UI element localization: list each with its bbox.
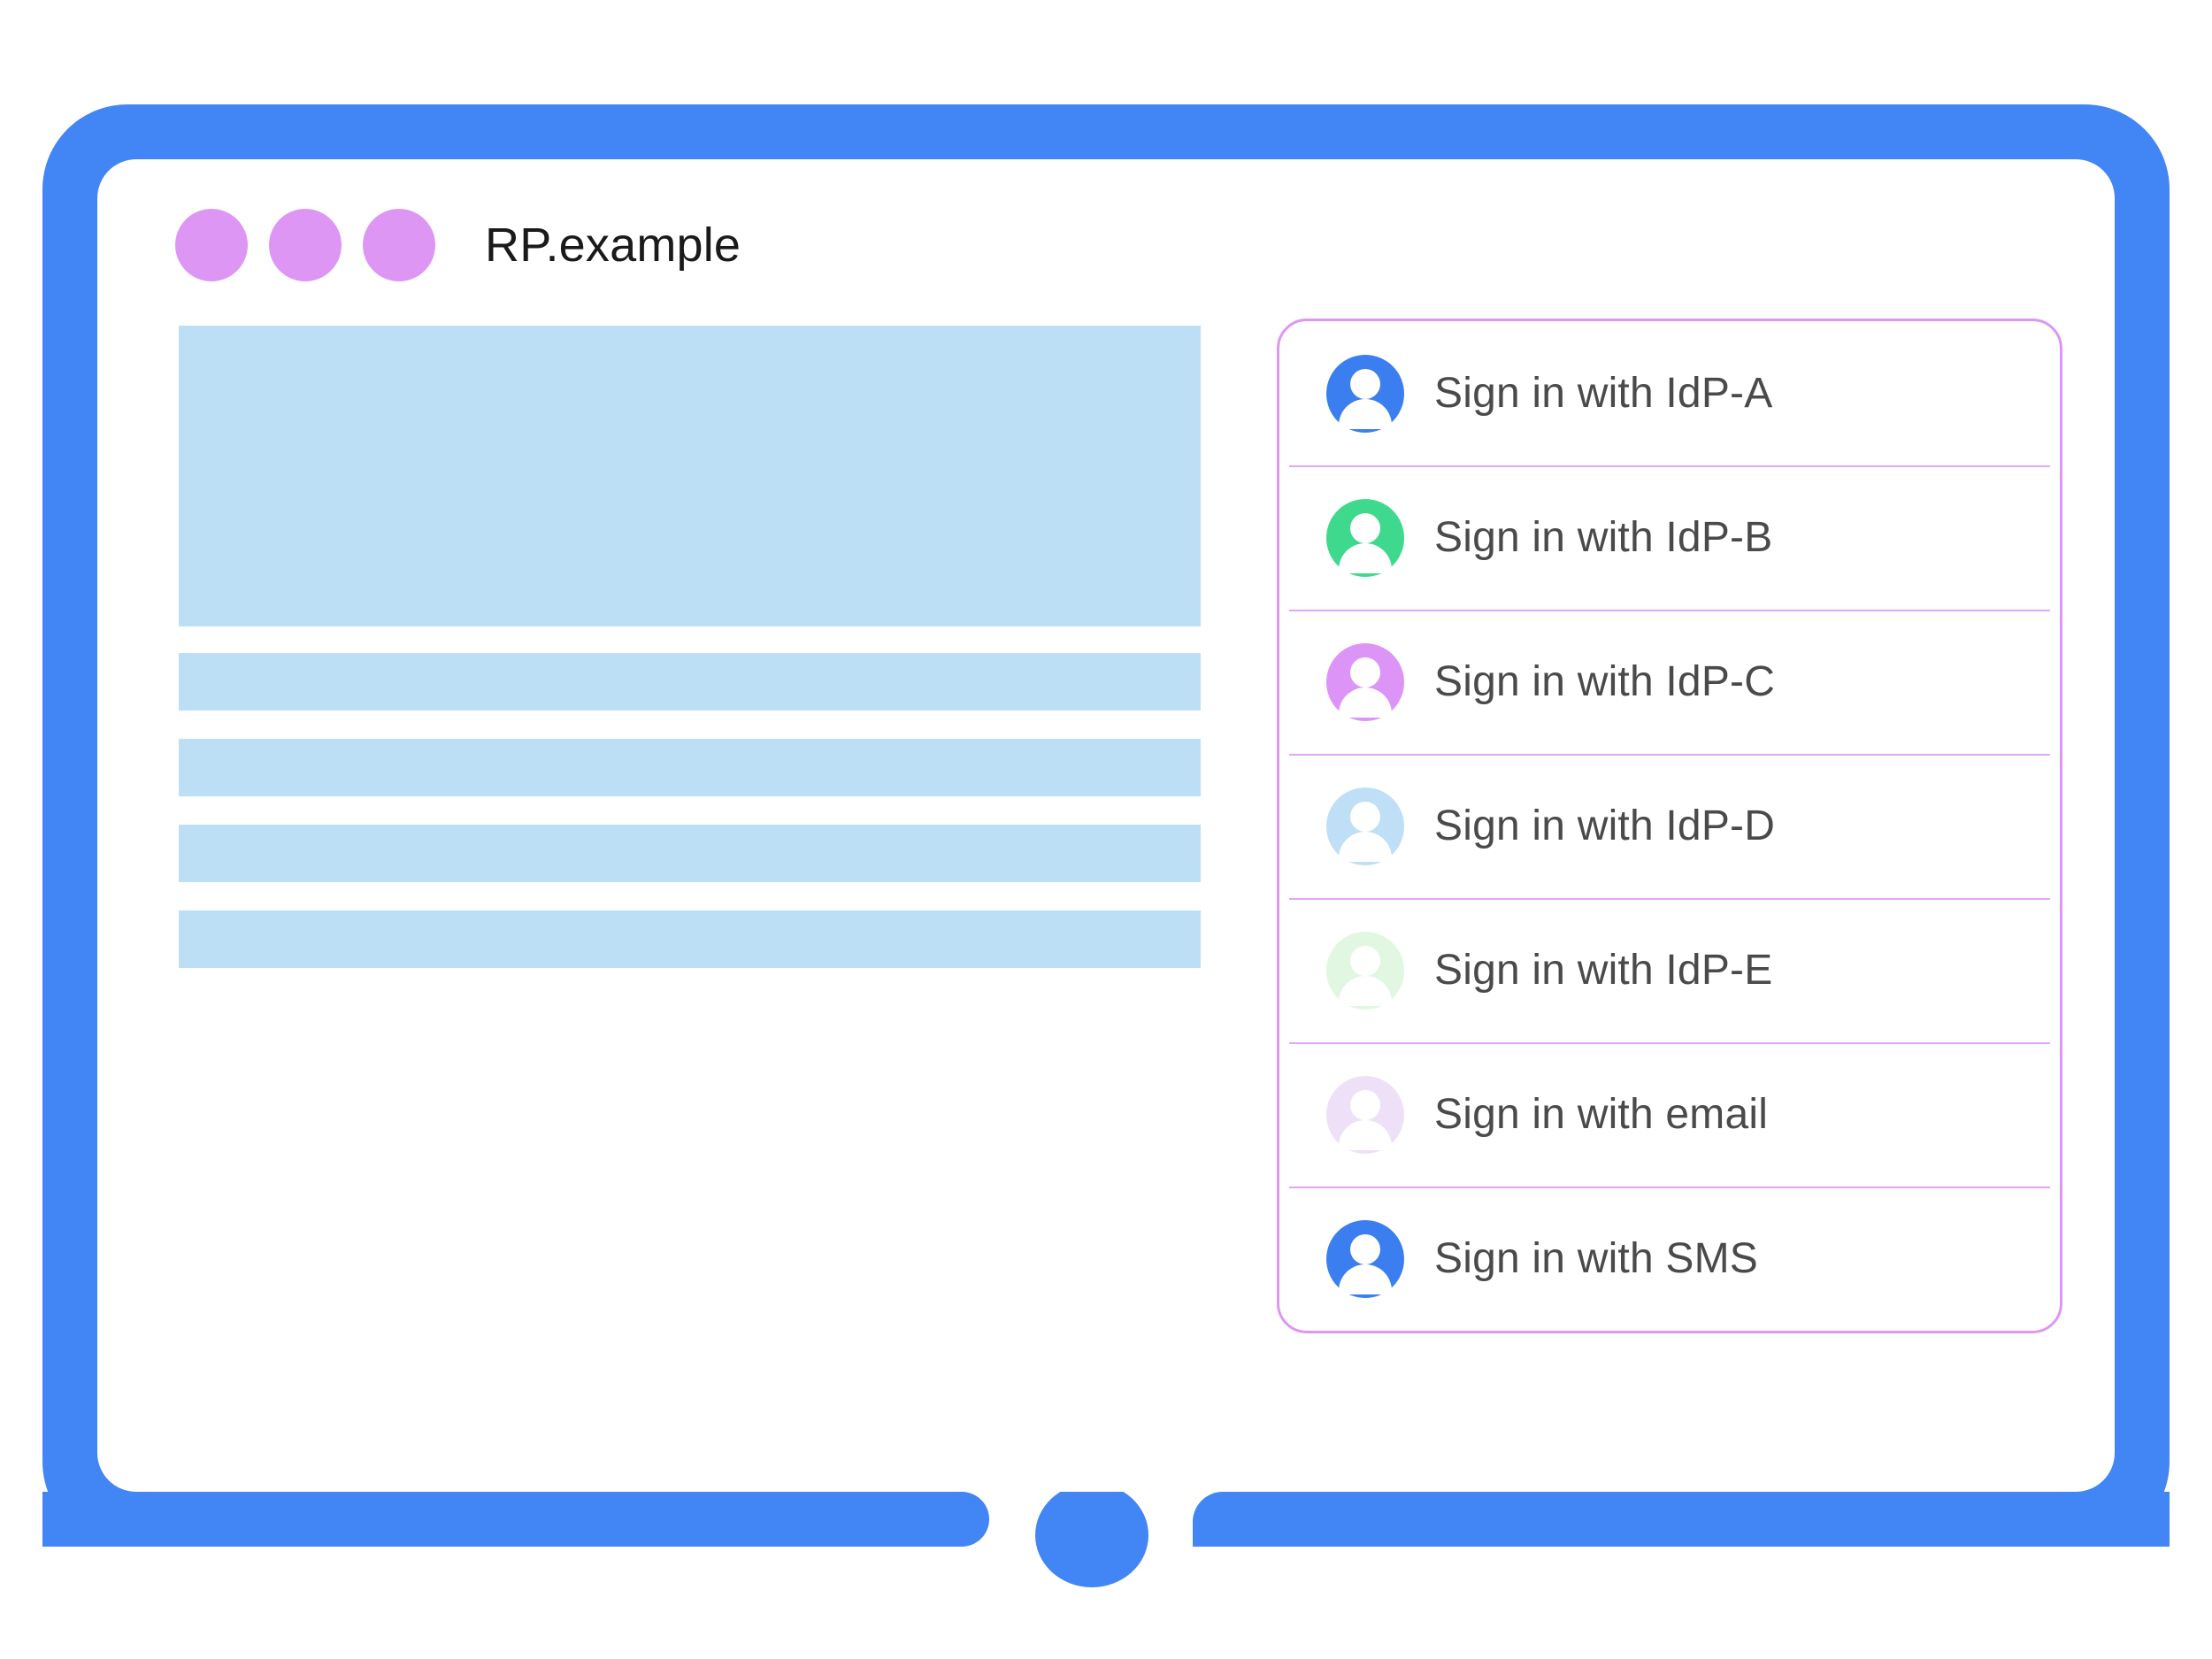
signin-option-label: Sign in with IdP-D [1434, 803, 1776, 849]
signin-account-chooser-panel: Sign in with IdP-A Sign in with IdP-B Sign… [1277, 319, 2062, 1333]
placeholder-text-line [179, 825, 1201, 882]
signin-option-label: Sign in with IdP-C [1434, 658, 1776, 705]
title-dot-3 [363, 209, 435, 281]
bezel-bar-right [1193, 1492, 2170, 1547]
account-circle-icon [1326, 931, 1404, 1010]
placeholder-text-line [179, 739, 1201, 796]
signin-option-row[interactable]: Sign in with SMS [1279, 1187, 2060, 1331]
signin-option-label: Sign in with email [1434, 1091, 1769, 1138]
account-circle-icon [1326, 787, 1404, 865]
signin-option-label: Sign in with IdP-A [1434, 370, 1773, 417]
account-circle-icon [1326, 642, 1404, 721]
content-placeholder-column [179, 326, 1201, 996]
account-circle-icon [1326, 1075, 1404, 1154]
signin-option-row[interactable]: Sign in with IdP-D [1279, 754, 2060, 898]
title-dot-2 [269, 209, 342, 281]
signin-option-label: Sign in with IdP-B [1434, 514, 1773, 561]
account-circle-icon [1326, 498, 1404, 577]
signin-option-row[interactable]: Sign in with IdP-A [1279, 321, 2060, 465]
window-titlebar: RP.example [175, 209, 741, 281]
page-title: RP.example [485, 219, 741, 272]
bezel-bar-left [42, 1492, 989, 1547]
signin-option-label: Sign in with IdP-E [1434, 947, 1773, 994]
home-button[interactable] [1035, 1483, 1148, 1587]
signin-option-row[interactable]: Sign in with IdP-B [1279, 465, 2060, 610]
account-circle-icon [1326, 354, 1404, 433]
placeholder-text-line [179, 910, 1201, 968]
placeholder-hero-block [179, 326, 1201, 626]
signin-option-row[interactable]: Sign in with IdP-C [1279, 610, 2060, 754]
signin-option-label: Sign in with SMS [1434, 1235, 1759, 1282]
signin-option-row[interactable]: Sign in with email [1279, 1042, 2060, 1187]
signin-option-row[interactable]: Sign in with IdP-E [1279, 898, 2060, 1042]
placeholder-text-line [179, 653, 1201, 710]
title-dot-1 [175, 209, 248, 281]
account-circle-icon [1326, 1219, 1404, 1298]
